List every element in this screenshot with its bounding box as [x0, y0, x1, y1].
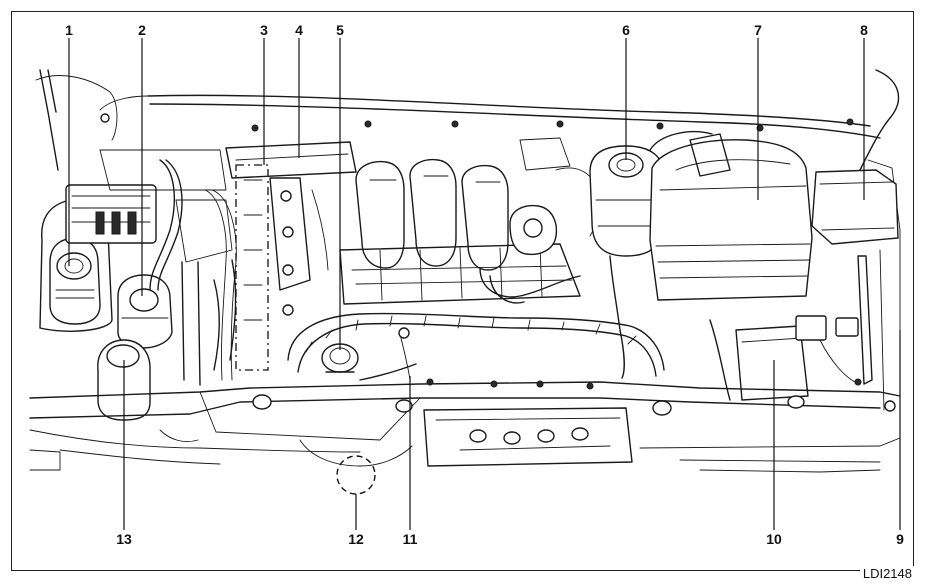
- callout-12: 12: [348, 531, 364, 547]
- callout-11: 11: [403, 531, 418, 547]
- callout-4: 4: [295, 22, 303, 38]
- callout-5: 5: [336, 22, 344, 38]
- callout-3: 3: [260, 22, 268, 38]
- leader-lines: [68, 38, 901, 530]
- callout-9: 9: [896, 531, 904, 547]
- callout-8: 8: [860, 22, 868, 38]
- callout-13: 13: [116, 531, 132, 547]
- engine-artwork: [29, 69, 901, 495]
- callout-6: 6: [622, 22, 630, 38]
- callout-10: 10: [766, 531, 782, 547]
- callout-1: 1: [65, 22, 73, 38]
- figure-code: LDI2148: [863, 566, 912, 581]
- callout-labels: 1 2 3 4 5 6 7 8 9 10 11 12 13: [65, 22, 904, 547]
- callout-2: 2: [138, 22, 146, 38]
- callout-7: 7: [754, 22, 762, 38]
